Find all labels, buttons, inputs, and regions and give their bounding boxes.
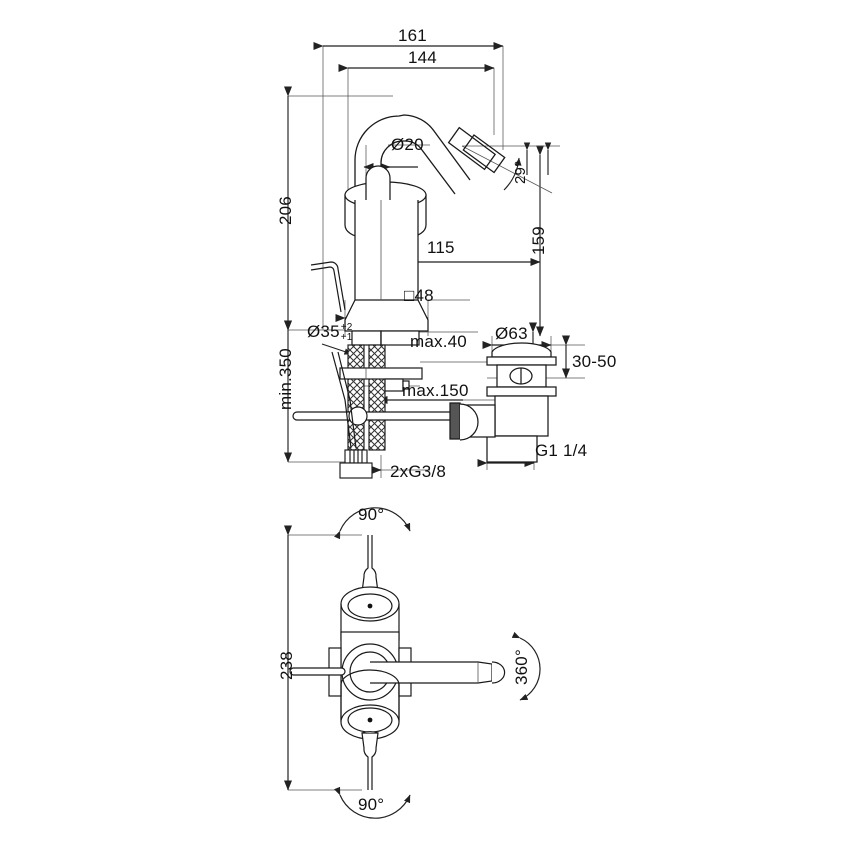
dim-label-d35-tolerance: +2 +1 [340,321,353,343]
dim-label-d20: Ø20 [391,135,424,154]
plan-spout-bottom [361,731,379,790]
dim-label-90deg-bottom: 90° [358,795,385,814]
dim-label-144: 144 [408,48,437,67]
dim-360deg [511,631,541,701]
dim-label-115: 115 [427,238,455,257]
dim-label-2xg38: 2xG3/8 [390,462,447,481]
dim-d35-leader [321,343,353,355]
dim-label-161: 161 [398,26,427,45]
plan-barrel-lower [340,669,400,740]
dim-29deg [461,142,560,194]
popup-rod-linkage [292,351,462,449]
dim-label-90deg-top: 90° [358,505,385,524]
dim-label-g114: G1 1/4 [535,441,588,460]
dim-label-360deg: 360° [512,649,531,685]
dim-label-max40: max.40 [410,332,467,351]
dim-label-min350: min.350 [276,348,295,410]
spout-body [354,114,471,200]
dim-label-d35-value: Ø35 [307,322,340,341]
plan-view-geometry [284,507,541,819]
dim-label-sq48: □48 [404,286,434,305]
dim-90deg-top [334,507,411,540]
fixing-nut-plate [339,367,423,392]
plan-spout-top [361,535,379,594]
tolerance-upper: +2 [340,321,353,333]
dim-label-30-50: 30-50 [572,352,617,371]
spout-aerator [447,126,506,174]
dim-label-238: 238 [277,651,296,680]
popup-waste-assembly [449,342,557,463]
mixer-body-column [344,200,429,332]
popup-lift-rod-handle [310,261,346,313]
dim-label-max150: max.150 [402,381,469,400]
dim-label-159: 159 [529,226,548,255]
dim-label-d35: Ø35 +2 +1 [307,322,353,343]
tolerance-lower: +1 [340,331,353,343]
dim-label-206: 206 [276,196,295,225]
dim-90deg-bottom [334,786,411,819]
mounting-shank [351,330,420,346]
elevation-view-geometry [284,42,585,479]
plan-popup-rod [289,667,346,676]
dim-label-d63: Ø63 [495,324,528,343]
plan-lever [341,643,506,701]
dim-label-29deg: 29° [512,160,529,184]
